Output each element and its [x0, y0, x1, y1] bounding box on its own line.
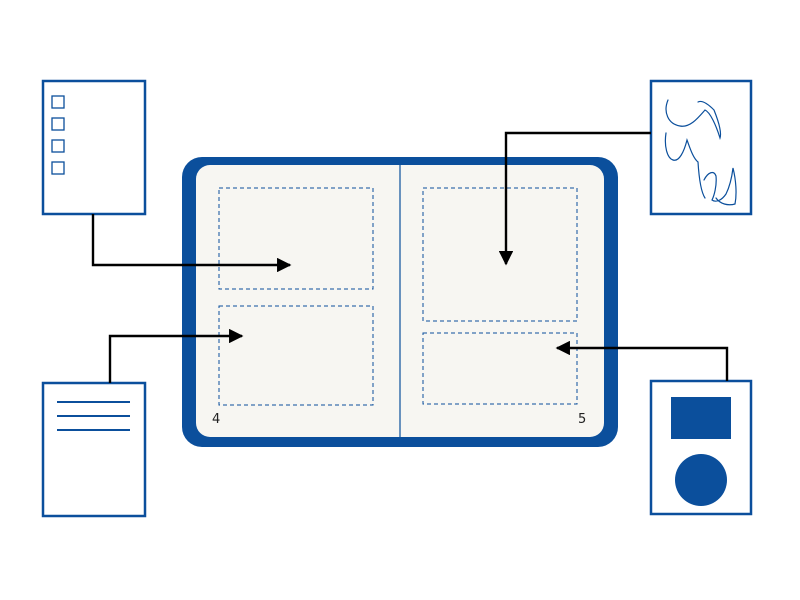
connectors — [91, 131, 729, 383]
drawing-document — [649, 79, 753, 216]
checklist-document — [41, 79, 147, 216]
checkbox — [51, 95, 65, 109]
left-bottom-placeholder — [218, 305, 374, 406]
checkbox — [51, 117, 65, 131]
circle-shape — [675, 454, 727, 506]
square-shape — [671, 397, 731, 439]
text-document — [41, 381, 147, 518]
checkbox — [51, 161, 65, 175]
square-and-circle-icon — [671, 397, 731, 506]
text-lines-icon — [57, 401, 130, 431]
right-bottom-placeholder — [422, 332, 578, 405]
shapes-connector — [555, 340, 729, 381]
shapes-document — [649, 379, 753, 516]
scribble-drawing-icon — [664, 99, 737, 206]
right-page-number: 5 — [578, 412, 586, 427]
checklist-connector — [91, 214, 292, 273]
left-page-number: 4 — [212, 412, 220, 427]
left-top-placeholder — [218, 187, 374, 290]
text-document-connector — [108, 328, 244, 383]
book-spread: 4 5 — [182, 157, 618, 447]
drawing-connector — [498, 131, 651, 266]
right-top-placeholder — [422, 187, 578, 322]
checklist-icon — [51, 95, 65, 175]
checkbox — [51, 139, 65, 153]
